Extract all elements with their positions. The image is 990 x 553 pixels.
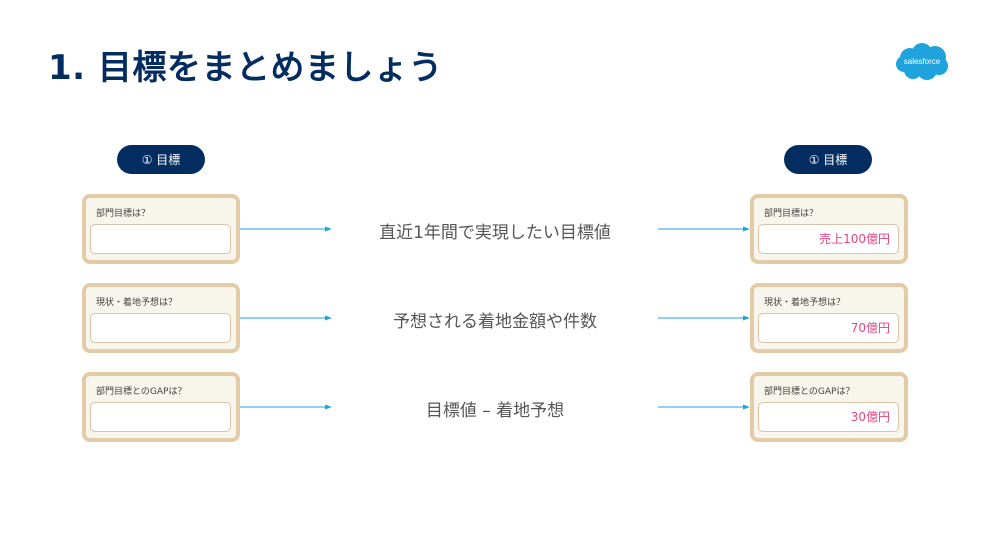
description-goal-value: 直近1年間で実現したい目標値 xyxy=(379,223,611,243)
card-label: 部門目標とのGAPは？ xyxy=(764,387,855,397)
card-label: 部門目標は？ xyxy=(764,209,819,219)
card-label: 現状・着地予想は？ xyxy=(764,298,846,308)
gap-value[interactable]: 30億円 xyxy=(758,402,899,432)
arrow-head-left-row1 xyxy=(325,226,332,232)
card-label: 部門目標とのGAPは？ xyxy=(96,387,187,397)
arrow-head-right-row3 xyxy=(743,404,750,410)
logo-text: salesforce xyxy=(904,57,941,66)
left-card-department-goal: 部門目標は？ xyxy=(82,194,240,264)
slide-title: 1. 目標をまとめましょう xyxy=(48,48,443,88)
right-card-gap: 部門目標とのGAPは？ 30億円 xyxy=(750,372,908,442)
arrow-head-right-row2 xyxy=(743,315,750,321)
arrow-head-left-row2 xyxy=(325,315,332,321)
current-forecast-value[interactable]: 70億円 xyxy=(758,313,899,343)
right-goal-header: ① 目標 xyxy=(784,145,872,174)
right-card-department-goal: 部門目標は？ 売上100億円 xyxy=(750,194,908,264)
left-goal-header: ① 目標 xyxy=(117,145,205,174)
gap-input-empty[interactable] xyxy=(90,402,231,432)
card-label: 現状・着地予想は？ xyxy=(96,298,178,308)
arrow-head-right-row1 xyxy=(743,226,750,232)
department-goal-value[interactable]: 売上100億円 xyxy=(758,224,899,254)
description-forecast: 予想される着地金額や件数 xyxy=(393,312,597,332)
right-card-current-forecast: 現状・着地予想は？ 70億円 xyxy=(750,283,908,353)
salesforce-logo: salesforce xyxy=(895,43,949,81)
department-goal-input-empty[interactable] xyxy=(90,224,231,254)
left-card-current-forecast: 現状・着地予想は？ xyxy=(82,283,240,353)
description-gap-formula: 目標値 – 着地予想 xyxy=(425,401,565,421)
left-card-gap: 部門目標とのGAPは？ xyxy=(82,372,240,442)
card-label: 部門目標は？ xyxy=(96,209,151,219)
current-forecast-input-empty[interactable] xyxy=(90,313,231,343)
arrow-head-left-row3 xyxy=(325,404,332,410)
